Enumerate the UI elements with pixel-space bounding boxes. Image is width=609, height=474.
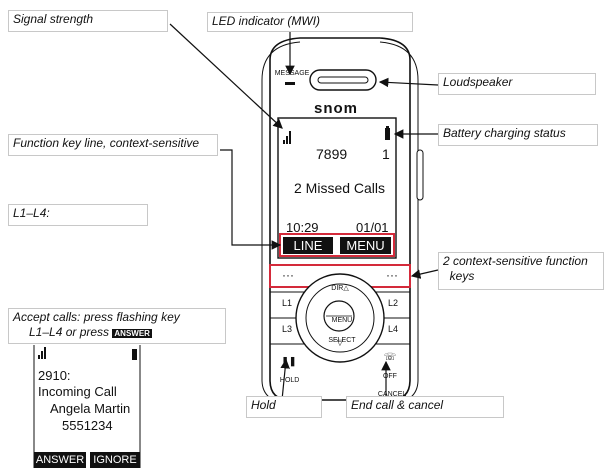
- message-label: MESSAGE: [274, 70, 310, 77]
- callout-text: Battery charging status: [443, 126, 566, 140]
- softkey-menu[interactable]: MENU: [340, 237, 391, 254]
- signal-strength-icon: [283, 131, 291, 144]
- keypad: [270, 273, 410, 363]
- nav-down-label[interactable]: ▽: [336, 338, 344, 347]
- display-time: 10:29: [286, 220, 319, 235]
- led-indicator: [285, 82, 295, 85]
- display-page: 01/01: [356, 220, 389, 235]
- callout-hold: Hold: [246, 396, 322, 418]
- incoming-ignore-softkey[interactable]: IGNORE: [90, 452, 140, 468]
- end-call-key[interactable]: ☏ OFF CANCEL: [374, 344, 406, 399]
- callout-text: Hold: [251, 398, 276, 412]
- callout-battery-status: Battery charging status: [438, 124, 598, 146]
- incoming-line4: 5551234: [62, 418, 113, 433]
- callout-function-key-line: Function key line, context-sensitive: [8, 134, 218, 156]
- menu-label: MENU: [331, 317, 353, 324]
- callout-l1-l4: L1–L4:: [8, 204, 148, 226]
- incoming-answer-softkey[interactable]: ANSWER: [34, 452, 86, 468]
- incoming-line3: Angela Martin: [50, 401, 131, 416]
- incoming-line2: Incoming Call: [38, 384, 117, 399]
- display-line-index: 1: [382, 146, 390, 162]
- key-l3[interactable]: L3: [281, 324, 292, 334]
- off-label: OFF: [382, 373, 397, 380]
- menu-select-key[interactable]: MENU SELECT: [324, 306, 356, 346]
- callout-text: End call & cancel: [351, 398, 444, 412]
- context-key-left[interactable]: ···: [282, 268, 294, 282]
- incoming-line1: 2910:: [38, 368, 71, 383]
- key-l2[interactable]: L2: [387, 298, 398, 308]
- callout-text: Accept calls: press flashing key: [13, 310, 180, 324]
- callout-text: Signal strength: [13, 12, 94, 26]
- hold-key[interactable]: ❚❚ HOLD: [276, 348, 300, 385]
- answer-badge: ANSWER: [112, 329, 152, 338]
- display-status: 2 Missed Calls: [294, 180, 386, 196]
- callout-text: L1–L4 or press: [29, 325, 110, 339]
- callout-end-call: End call & cancel: [346, 396, 504, 418]
- cancel-label: CANCEL: [377, 391, 407, 398]
- callout-led-indicator: LED indicator (MWI): [207, 12, 413, 32]
- callout-accept-calls: Accept calls: press flashing key L1–L4 o…: [8, 308, 226, 344]
- nav-up-label[interactable]: DIR△: [331, 285, 349, 292]
- leader-lines: [169, 23, 439, 401]
- callout-text: Loudspeaker: [443, 75, 513, 89]
- key-l1[interactable]: L1: [281, 298, 292, 308]
- callout-text: Function key line, context-sensitive: [13, 136, 200, 150]
- softkey-line[interactable]: LINE: [283, 237, 333, 254]
- loudspeaker-grille: [309, 69, 377, 91]
- context-key-right[interactable]: ···: [386, 268, 398, 282]
- callout-text: 2 context-sensitive function keys: [443, 254, 588, 283]
- callout-loudspeaker: Loudspeaker: [438, 73, 596, 95]
- callout-text: LED indicator (MWI): [212, 14, 321, 28]
- key-l4[interactable]: L4: [387, 324, 398, 334]
- hangup-icon: ☏: [383, 352, 397, 363]
- battery-icon: [385, 128, 390, 140]
- callout-text: L1–L4:: [13, 206, 50, 220]
- display-number: 7899: [316, 146, 348, 162]
- callout-context-keys: 2 context-sensitive function keys: [438, 252, 604, 290]
- select-label: SELECT: [328, 337, 356, 344]
- pause-icon: ❚❚: [281, 356, 297, 366]
- callout-signal-strength: Signal strength: [8, 10, 168, 32]
- brand-logo: snom: [314, 100, 359, 117]
- incoming-display-frame: [33, 345, 141, 468]
- hold-label: HOLD: [279, 377, 300, 384]
